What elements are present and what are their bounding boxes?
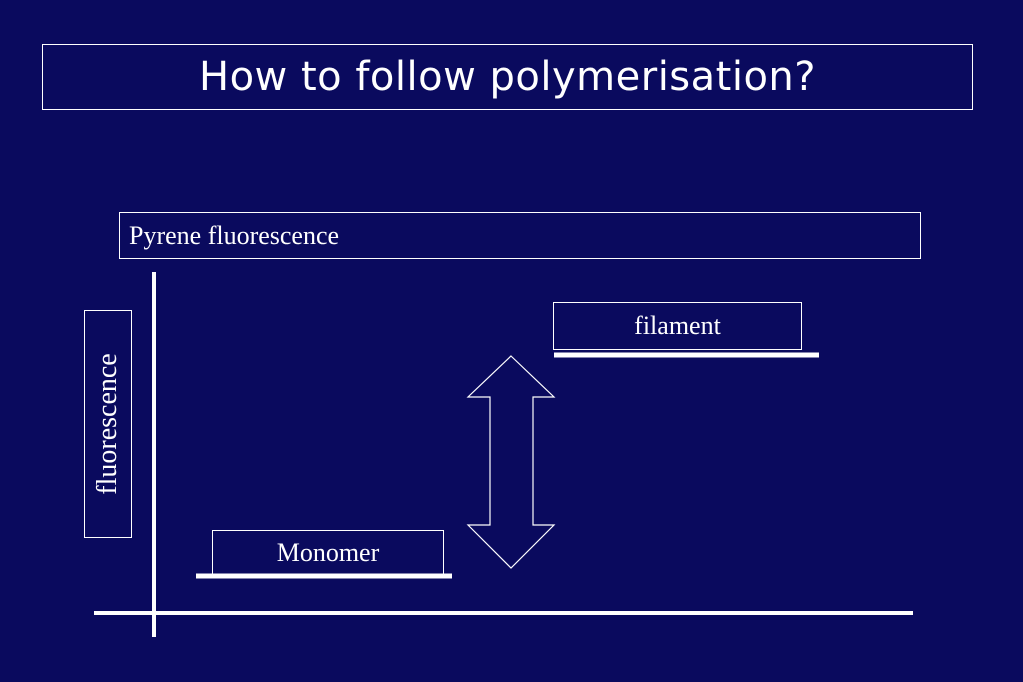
slide-title: How to follow polymerisation?: [198, 54, 817, 100]
double-arrow-icon: [466, 355, 556, 569]
y-axis-label-box: fluorescence: [84, 310, 132, 538]
monomer-box: Monomer: [212, 530, 444, 576]
filament-label: filament: [634, 311, 721, 340]
slide-subtitle: Pyrene fluorescence: [129, 220, 340, 250]
y-axis-label: fluorescence: [92, 353, 123, 495]
filament-box: filament: [553, 302, 802, 350]
subtitle-box: Pyrene fluorescence: [119, 212, 921, 259]
monomer-label: Monomer: [276, 538, 380, 567]
title-box: How to follow polymerisation?: [42, 44, 973, 110]
